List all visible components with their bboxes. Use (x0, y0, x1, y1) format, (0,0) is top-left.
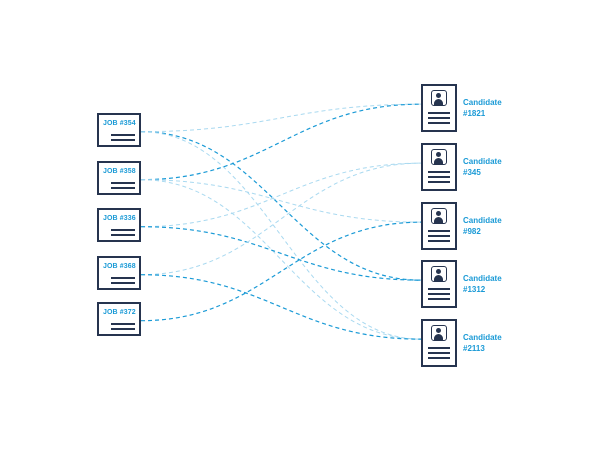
user-avatar-icon (431, 90, 447, 106)
document-line (111, 134, 135, 136)
candidate-label-title: Candidate (463, 98, 502, 107)
connection-line (140, 274, 422, 340)
document-line (428, 240, 450, 242)
document-line (111, 187, 135, 189)
candidate-id: #1312 (463, 285, 486, 294)
connection-line (140, 131, 422, 281)
connection-line (140, 162, 422, 228)
document-line (111, 182, 135, 184)
user-avatar-icon (431, 208, 447, 224)
candidate-label-title: Candidate (463, 274, 502, 283)
connection-line (140, 226, 422, 281)
document-line (428, 293, 450, 295)
document-line (428, 352, 450, 354)
document-line (428, 347, 450, 349)
document-line (428, 288, 450, 290)
document-line (428, 298, 450, 300)
candidate-card[interactable] (421, 319, 457, 367)
user-avatar-icon (431, 149, 447, 165)
candidate-card[interactable] (421, 202, 457, 250)
job-label: JOB #354 (103, 120, 136, 127)
candidate-label: Candidate #1821 (463, 97, 502, 119)
job-card[interactable]: JOB #368 (97, 256, 141, 290)
candidate-label: Candidate #345 (463, 156, 502, 178)
document-line (428, 112, 450, 114)
document-line (111, 277, 135, 279)
connection-line (140, 103, 422, 181)
candidate-id: #982 (463, 227, 481, 236)
document-line (428, 235, 450, 237)
job-label: JOB #368 (103, 263, 136, 270)
candidate-label: Candidate #2113 (463, 332, 502, 354)
candidate-id: #1821 (463, 109, 486, 118)
candidate-id: #345 (463, 168, 481, 177)
job-card[interactable]: JOB #354 (97, 113, 141, 147)
job-card[interactable]: JOB #336 (97, 208, 141, 242)
candidate-label-title: Candidate (463, 157, 502, 166)
candidate-card[interactable] (421, 260, 457, 308)
user-avatar-icon (431, 266, 447, 282)
connection-line (140, 131, 422, 340)
document-line (428, 171, 450, 173)
candidate-label-title: Candidate (463, 333, 502, 342)
document-line (428, 181, 450, 183)
document-line (428, 357, 450, 359)
candidate-label: Candidate #1312 (463, 273, 502, 295)
candidate-label: Candidate #982 (463, 215, 502, 237)
candidate-card[interactable] (421, 84, 457, 132)
job-label: JOB #358 (103, 168, 136, 175)
connection-line (140, 103, 422, 133)
candidate-card[interactable] (421, 143, 457, 191)
document-line (111, 328, 135, 330)
document-line (111, 323, 135, 325)
document-line (428, 117, 450, 119)
document-line (111, 229, 135, 231)
connection-line (140, 221, 422, 322)
connection-line (140, 179, 422, 223)
job-label: JOB #372 (103, 309, 136, 316)
document-line (111, 139, 135, 141)
document-line (428, 176, 450, 178)
document-line (111, 234, 135, 236)
document-line (428, 122, 450, 124)
connection-line (140, 162, 422, 276)
user-avatar-icon (431, 325, 447, 341)
job-label: JOB #336 (103, 215, 136, 222)
job-card[interactable]: JOB #372 (97, 302, 141, 336)
job-card[interactable]: JOB #358 (97, 161, 141, 195)
candidate-label-title: Candidate (463, 216, 502, 225)
candidate-id: #2113 (463, 344, 485, 353)
connection-line (140, 179, 422, 340)
document-line (111, 282, 135, 284)
document-line (428, 230, 450, 232)
